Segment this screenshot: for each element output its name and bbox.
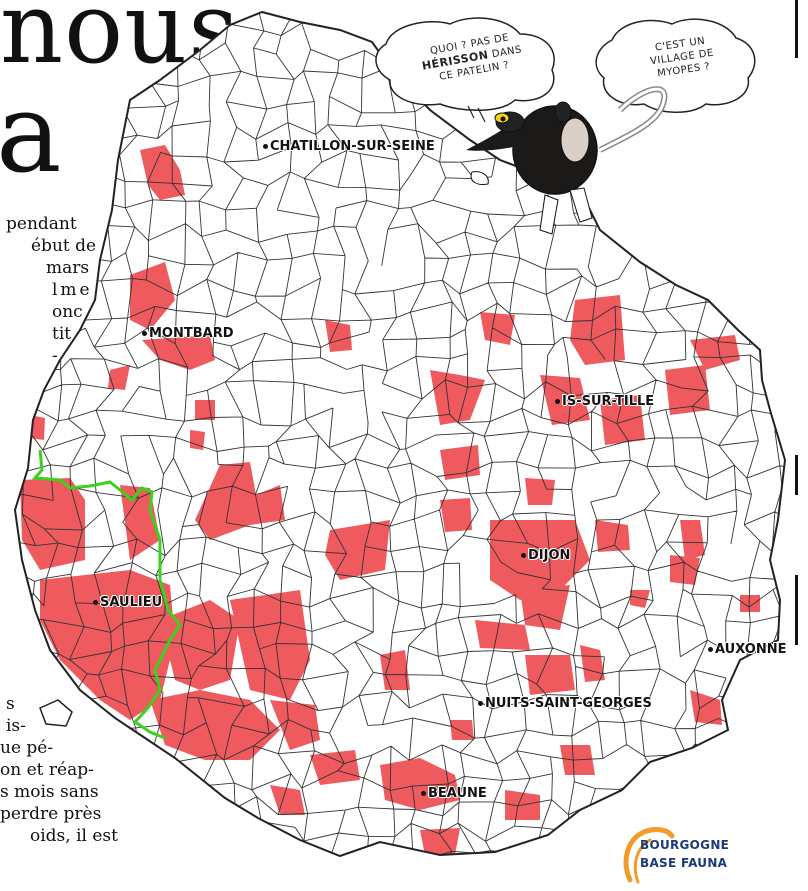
highlighted-commune [108, 365, 130, 390]
highlighted-commune [600, 395, 645, 445]
highlighted-commune [230, 590, 310, 700]
bourgogne-base-fauna-logo [623, 826, 675, 884]
highlighted-commune [130, 262, 175, 330]
text-line: pendant [6, 214, 77, 234]
city-label-saulieu: SAULIEU [93, 595, 162, 610]
highlighted-commune [20, 478, 85, 570]
text-line: perdre près [0, 804, 102, 824]
column-rule [795, 0, 798, 58]
text-line: is- [6, 716, 26, 736]
text-line: ue pé- [0, 738, 54, 758]
highlighted-commune [140, 145, 185, 200]
highlighted-commune [665, 365, 710, 415]
logo-line-1: BOURGOGNE [640, 838, 730, 852]
highlighted-commune [160, 600, 240, 690]
city-label-is-sur-tille: IS-SUR-TILLE [555, 394, 654, 409]
highlighted-commune [540, 375, 590, 425]
highlighted-commune [740, 595, 760, 612]
text-line: oids, il est [30, 826, 118, 846]
highlighted-commune [525, 655, 575, 695]
highlighted-commune [440, 498, 472, 532]
highlighted-commune [270, 700, 320, 750]
city-label-nuits: NUITS-SAINT-GEORGES [478, 696, 652, 711]
text-line: s mois sans [0, 782, 99, 802]
column-rule [795, 575, 798, 645]
city-label-beaune: BEAUNE [421, 786, 487, 801]
highlighted-commune [525, 478, 555, 505]
detached-commune [39, 699, 73, 727]
city-label-chatillon: CHATILLON-SUR-SEINE [263, 139, 435, 154]
logo-line-2: BASE FAUNA [640, 856, 728, 870]
city-label-dijon: DIJON [521, 548, 570, 563]
highlighted-commune [490, 520, 590, 600]
highlighted-commune [595, 520, 630, 552]
text-line: onc [52, 302, 83, 322]
highlighted-commune [430, 370, 485, 425]
highlighted-commune [630, 590, 650, 608]
column-rule [795, 455, 798, 495]
highlighted-commune [680, 520, 705, 560]
left-column-bottom: s is- ue pé- on et réap- s mois sans per… [0, 693, 118, 847]
text-line: ébut de [31, 236, 97, 256]
highlighted-commune [450, 720, 474, 740]
highlighted-commune [195, 400, 215, 420]
left-column-top: pendant ébut de mars lme onc tit - [0, 213, 96, 367]
text-line: - [52, 346, 58, 366]
text-line: mars [46, 258, 90, 278]
highlighted-commune [310, 750, 360, 785]
highlighted-commune [380, 650, 410, 690]
highlighted-commune [380, 758, 460, 810]
headline-line-2: a [0, 69, 62, 197]
highlighted-commune [520, 585, 570, 630]
natural-park-boundary [31, 449, 182, 740]
text-line: lme [52, 280, 93, 300]
highlighted-commune [190, 430, 205, 450]
highlighted-commune [475, 620, 530, 650]
highlighted-commune [325, 520, 390, 580]
highlighted-commune [325, 320, 352, 352]
highlighted-commune [150, 690, 280, 760]
highlighted-commune [270, 785, 305, 815]
highlighted-commune [205, 500, 230, 520]
highlighted-commune [440, 445, 480, 480]
city-label-auxonne: AUXONNE [708, 642, 786, 657]
text-line: tit [52, 324, 72, 344]
text-line: s [6, 694, 15, 714]
highlighted-commune [690, 335, 740, 370]
text-line: on et réap- [0, 760, 94, 780]
highlighted-commune [40, 570, 175, 720]
highlighted-commune [480, 312, 515, 345]
highlighted-communes [20, 145, 760, 855]
city-label-montbard: MONTBARD [142, 326, 234, 341]
highlighted-commune [570, 295, 625, 365]
highlighted-commune [670, 555, 700, 585]
highlighted-commune [195, 462, 285, 540]
highlighted-commune [142, 335, 215, 370]
